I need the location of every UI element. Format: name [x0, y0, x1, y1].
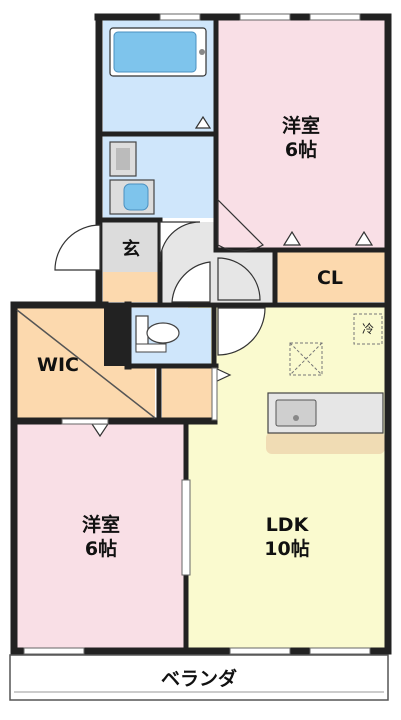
door-track-storage	[211, 367, 218, 421]
kitchen-counter	[267, 392, 384, 434]
walls	[10, 13, 392, 655]
western-room-top-name: 洋室	[282, 114, 320, 137]
closet-floor	[276, 250, 385, 302]
ldk-name: LDK	[266, 514, 310, 536]
fridge-label: 冷	[362, 322, 374, 336]
entrance-label: 玄	[122, 238, 140, 260]
bathtub	[109, 27, 207, 77]
hall-floor-2	[218, 250, 276, 302]
kitchen-backsplash	[266, 432, 385, 454]
western-room-top-size: 6帖	[285, 138, 317, 161]
western-room-top-floor	[218, 20, 385, 250]
western-room-bottom-name: 洋室	[82, 513, 120, 536]
door-track-top-room	[61, 418, 109, 425]
door-markers	[90, 115, 374, 438]
washing-machine	[109, 179, 155, 215]
fridge-space	[353, 313, 383, 345]
range-hood	[289, 342, 323, 376]
western-room-bottom-floor	[17, 422, 185, 648]
closet-label: CL	[317, 267, 343, 289]
ldk-size: 10帖	[264, 537, 309, 560]
entrance-floor	[103, 222, 160, 272]
wic-diagonal	[16, 309, 156, 419]
entrance-step	[103, 272, 160, 302]
door-swings	[54, 198, 266, 356]
veranda-label: ベランダ	[161, 667, 237, 690]
storage-floor	[162, 368, 212, 418]
toilet	[135, 315, 180, 353]
wic-label: WIC	[37, 354, 79, 376]
windows	[23, 13, 371, 655]
ldk-floor	[188, 306, 385, 648]
western-room-bottom-size: 6帖	[85, 537, 117, 560]
washbasin	[109, 141, 137, 177]
